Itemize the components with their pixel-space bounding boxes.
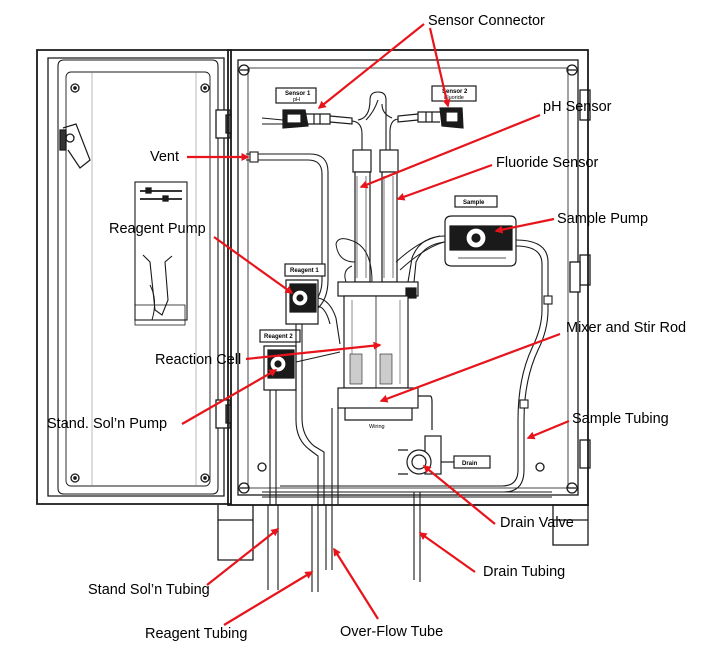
arrow-ph-sensor (359, 113, 541, 189)
tubing-network (267, 235, 553, 592)
arrow-overflow-tube (333, 547, 379, 620)
arrow-fluoride-sensor (396, 163, 493, 201)
reagent1-tag: Reagent 1 (290, 268, 319, 274)
arrow-stand-soln-tubing (206, 528, 280, 586)
callout-arrows (181, 23, 570, 626)
arrow-reagent-tubing (223, 571, 314, 626)
reagent-pump (284, 263, 326, 325)
arrow-sensor-connector-1 (317, 23, 425, 109)
label-stand-soln-tubing: Stand Sol’n Tubing (88, 582, 210, 598)
label-reagent-pump: Reagent Pump (109, 221, 206, 237)
label-reagent-tubing: Reagent Tubing (145, 626, 248, 642)
label-ph-sensor: pH Sensor (543, 99, 612, 115)
enclosure-door (36, 49, 232, 505)
sensor2-tag-line2: Fluoride (444, 95, 464, 101)
arrow-mixer-stir-rod (379, 332, 561, 403)
sensor2-tag-line1: Sensor 2 (442, 89, 468, 95)
arrow-drain-valve (422, 465, 496, 525)
sensor1-tag-line1: Sensor 1 (285, 91, 311, 97)
arrow-standard-pump (181, 369, 278, 425)
sensor-connectors (275, 85, 477, 129)
reagent2-tag: Reagent 2 (264, 334, 293, 340)
drain-tag: Drain (462, 461, 478, 467)
label-drain-tubing: Drain Tubing (483, 564, 566, 580)
label-stand-soln-pump: Stand. Sol’n Pump (47, 416, 168, 432)
label-reaction-cell: Reaction Cell (155, 352, 242, 368)
label-fluoride-sensor: Fluoride Sensor (496, 155, 599, 171)
arrow-sensor-connector-2 (428, 27, 451, 108)
label-drain-valve: Drain Valve (500, 515, 574, 531)
label-overflow-tube: Over-Flow Tube (340, 624, 444, 640)
label-vent: Vent (150, 149, 180, 165)
sensor-cables (261, 91, 399, 150)
arrow-drain-tubing (418, 532, 476, 573)
sensor1-tag-line2: pH (293, 97, 300, 103)
arrow-reagent-pump (213, 236, 294, 294)
label-sample-tubing: Sample Tubing (572, 411, 669, 427)
reaction-cell (337, 281, 433, 430)
arrow-sample-tubing (526, 419, 570, 440)
sample-tag: Sample (463, 200, 485, 206)
wiring-tag: Wiring (369, 424, 385, 430)
fluoride-sensor (379, 149, 399, 283)
ph-sensor (352, 149, 372, 283)
sample-pump (444, 195, 517, 267)
arrow-sample-pump (494, 217, 555, 234)
label-sensor-connector: Sensor Connector (428, 13, 545, 29)
label-sample-pump: Sample Pump (557, 211, 649, 227)
label-mixer-stir-rod: Mixer and Stir Rod (566, 320, 687, 336)
drain-valve (398, 435, 491, 475)
arrow-reaction-cell (245, 341, 382, 361)
